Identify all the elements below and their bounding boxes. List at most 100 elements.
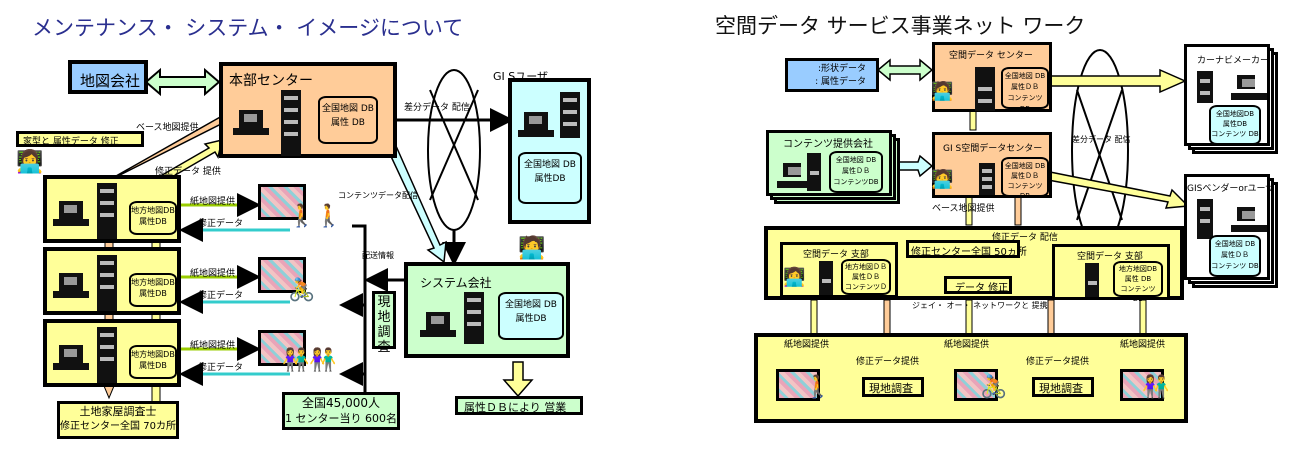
paper-map-label: 紙地図提供 — [190, 269, 236, 279]
elderly-people-icon: 👫 — [1142, 375, 1170, 400]
db-line: コンテンツDB — [833, 178, 879, 186]
db-line: 全国地図 DB — [835, 156, 877, 164]
db-line: コンテンツ DB — [1211, 262, 1259, 270]
paper-map-label: 紙地図提供 — [784, 340, 830, 350]
map-company-label: 地図会社 — [80, 72, 141, 90]
server-icon — [281, 90, 301, 156]
computer-icon — [777, 163, 813, 188]
paper-map-image — [258, 330, 306, 366]
surveyor-line2: 修正センター全国 70カ所 — [60, 421, 176, 432]
field-survey-box: 現地調査 — [862, 377, 924, 397]
house-attr-fix-box: 家型と 属性データ 修正 — [16, 131, 144, 147]
db-line: 属性DB — [534, 174, 566, 184]
server-icon — [975, 67, 995, 111]
contents-company-box: コンテンツ提供会社 全国地図 DB 属性ＤＢ コンテンツDB — [766, 130, 892, 196]
db-line: 全国地図 DB — [524, 160, 576, 170]
server-icon — [819, 261, 833, 295]
regional-db: 地方地図DB 属性DB — [129, 345, 177, 379]
paper-map-arrows — [180, 193, 261, 361]
db-line: 属性ＤＢ — [842, 167, 870, 175]
branch-db: 地方地図DB 属性 DB コンテンツ DB — [1113, 261, 1163, 303]
regional-db: 地方地図DB 属性DB — [129, 273, 177, 307]
computer-icon — [1231, 75, 1267, 100]
field-survey-label: 現地調査 — [869, 382, 913, 395]
jo-network-label: ジェイ・ オー・ ネットワークと 提携 — [912, 301, 1048, 310]
fix-data-label: 修正データ — [198, 291, 244, 301]
db-line: 全国地図 DB — [322, 104, 374, 114]
shape-center-arrow — [876, 58, 934, 82]
house-attr-fix-label: 家型と 属性データ 修正 — [23, 137, 119, 147]
computer-icon — [420, 312, 456, 337]
spatial-center-label: 空間データ センター — [949, 51, 1033, 61]
left-diagram-title: メンテナンス・ システム・ イメージについて — [32, 16, 464, 40]
map-hq-arrow — [144, 67, 221, 97]
server-icon — [560, 92, 580, 138]
db-line: 地方地図DB — [131, 278, 175, 287]
contents-gis-arrow — [894, 154, 934, 178]
bicycle-person-icon: 🚴 — [288, 278, 316, 303]
computer-icon — [53, 273, 89, 298]
fix-data-label: 修正データ — [198, 363, 244, 373]
operator-computer-icon: 🧑‍💻 — [931, 81, 954, 102]
field-survey-box: 現地調査 — [1032, 377, 1094, 397]
fix-data-provision-label: 修正データ提供 — [856, 357, 920, 367]
branch-label: 空間データ 支部 — [1077, 252, 1143, 262]
staff-line2: 1 センター当り 600名 — [285, 412, 397, 425]
gis-vendor-db: 全国地図 DB 属性ＤＢ コンテンツ DB — [1209, 235, 1261, 277]
gis-user-db: 全国地図 DB 属性DB — [518, 152, 582, 204]
car-nav-db: 全国地図DB 属性DB コンテンツ DB — [1209, 105, 1261, 145]
db-line: コンテンツ DB — [1120, 285, 1156, 303]
contents-company-db: 全国地図 DB 属性ＤＢ コンテンツDB — [829, 151, 883, 193]
base-map-label: ベース地図提供 — [136, 123, 199, 133]
paper-map-label: 紙地図提供 — [944, 340, 990, 350]
business-label: 属性ＤＢにより 営業 — [464, 401, 567, 414]
fix-data-label: 修正データ — [198, 219, 244, 229]
field-survey-label: 現地調査 — [377, 295, 391, 355]
db-line: 属性DB — [139, 289, 167, 298]
fix-data-provision-label: 修正データ 提供 — [155, 167, 221, 177]
paper-map-label: 紙地図提供 — [190, 341, 236, 351]
car-nav-label: カーナビメーカー — [1197, 56, 1270, 66]
operator-person-icon: 👩‍💻 — [16, 150, 44, 175]
db-line: 全国地図 DB — [1004, 162, 1046, 170]
db-line: 属性 DB — [331, 118, 365, 128]
delivery-info-label: 配送情報 — [362, 251, 394, 260]
db-line: 属性 DB — [1124, 275, 1152, 283]
hq-center-label: 本部センター — [229, 73, 313, 89]
gis-vendor-arrow — [1047, 171, 1190, 209]
field-survey-label: 現地調査 — [1039, 382, 1083, 395]
diff-data-label: 差分データ 配信 — [1072, 135, 1131, 144]
gis-center-db: 全国地図 DB 属性ＤＢ コンテンツ DB — [1001, 157, 1049, 200]
server-icon — [97, 183, 117, 239]
field-survey-box: 現地調査 — [372, 291, 396, 355]
server-icon — [979, 163, 995, 195]
db-line: 属性ＤＢ — [1221, 251, 1249, 259]
gis-user-box: 全国地図 DB 属性DB — [508, 78, 591, 224]
attr-data-label: : 属性データ — [815, 77, 866, 87]
system-company-box: システム会社 全国地図 DB 属性DB — [404, 262, 570, 358]
db-line: 全国地図 DB — [1004, 72, 1046, 80]
elderly-people-icon: 👫👫 — [282, 348, 337, 373]
staff-line1: 全国45,000人 — [302, 396, 380, 410]
walking-people-icon: 🚶 — [804, 375, 832, 400]
server-icon — [807, 153, 821, 191]
regional-center-2: 地方地図DB 属性DB — [43, 247, 181, 315]
fix-data-provision-label: 修正データ提供 — [1026, 357, 1090, 367]
shape-attr-box: :形状データ : 属性データ — [785, 58, 879, 92]
db-line: 属性DB — [139, 361, 167, 370]
paper-map-label: 紙地図提供 — [1120, 340, 1166, 350]
branch-box-1: 空間データ 支部 👩‍💻 地方地図ＤＢ 属性ＤＢ コンテンツＤＢ — [780, 242, 898, 301]
db-line: 地方地図DB — [131, 350, 175, 359]
fix-centers-label: 修正センター全国 50ヵ所 — [911, 247, 1027, 258]
regional-center-3: 地方地図DB 属性DB — [43, 319, 181, 387]
network-ellipse — [427, 69, 481, 231]
fix-data-arrows — [179, 218, 290, 386]
computer-icon — [1231, 207, 1267, 232]
db-line: 全国地図 DB — [1214, 240, 1256, 248]
business-arrow — [502, 361, 534, 398]
server-icon — [1197, 71, 1213, 103]
center-carnav-arrow — [1049, 68, 1187, 94]
gis-spatial-center: GI S空間データセンター 🧑‍💻 全国地図 DB 属性ＤＢ コンテンツ DB — [931, 132, 1052, 200]
db-line: 属性ＤＢ — [1011, 172, 1039, 180]
walking-people-icon: 🚶🚶 — [288, 204, 343, 229]
